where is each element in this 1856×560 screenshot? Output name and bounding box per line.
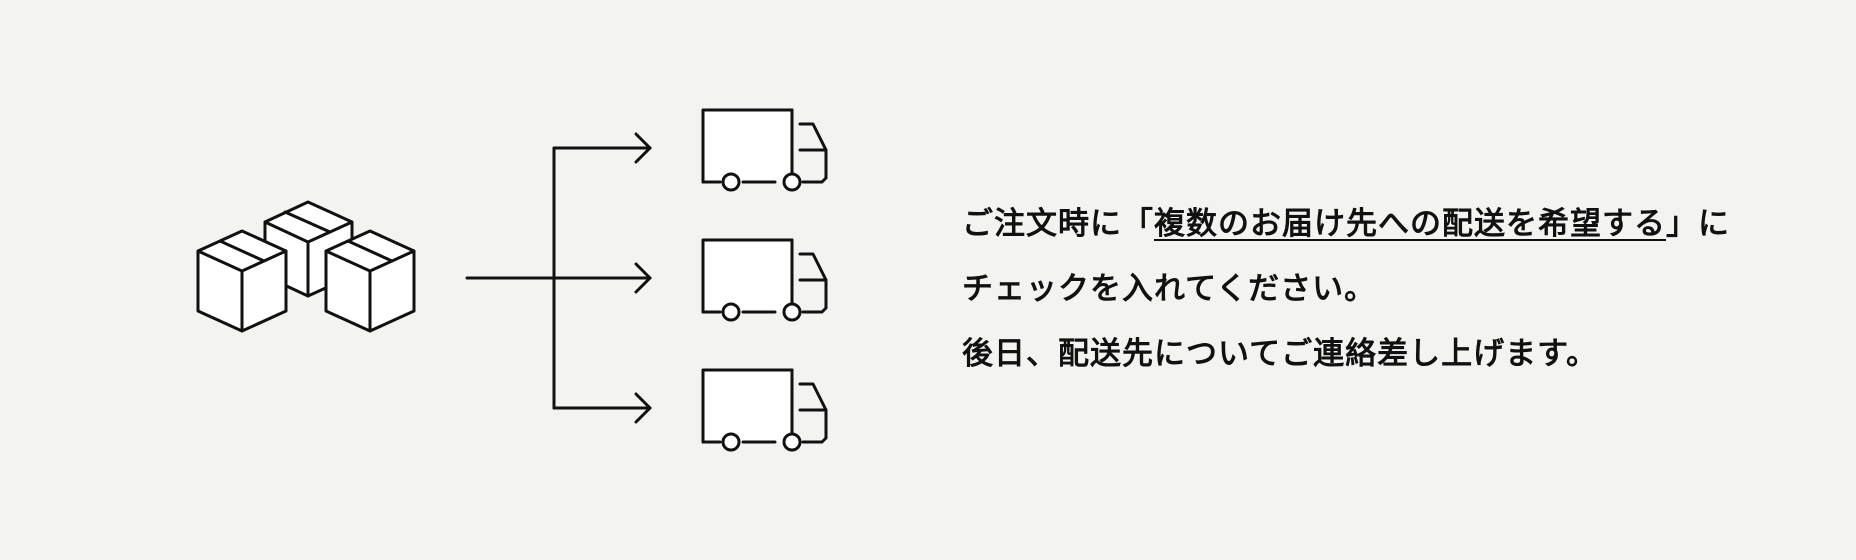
instruction-suffix: 」に xyxy=(1666,206,1730,242)
box-right-icon xyxy=(324,229,416,333)
branch-arrows xyxy=(465,132,652,424)
truck-icon xyxy=(701,368,828,452)
instruction-prefix: ご注文時に「 xyxy=(962,206,1154,242)
truck-icon xyxy=(701,238,828,322)
box-left-icon xyxy=(196,229,288,333)
option-label: 複数のお届け先への配送を希望する xyxy=(1154,206,1666,242)
arrow-bottom xyxy=(552,392,652,424)
instruction-line-1: ご注文時に「複数のお届け先への配送を希望する」に xyxy=(962,192,1842,257)
truck-icon xyxy=(701,108,828,192)
instruction-line-2: チェックを入れてください。 xyxy=(962,271,1377,307)
instruction-line-3: 後日、配送先についてご連絡差し上げます。 xyxy=(962,336,1598,372)
boxes-icon xyxy=(196,200,416,333)
instruction-text: ご注文時に「複数のお届け先への配送を希望する」に チェックを入れてください。 後… xyxy=(962,192,1842,387)
arrow-top xyxy=(552,132,652,164)
arrow-middle xyxy=(551,262,652,294)
